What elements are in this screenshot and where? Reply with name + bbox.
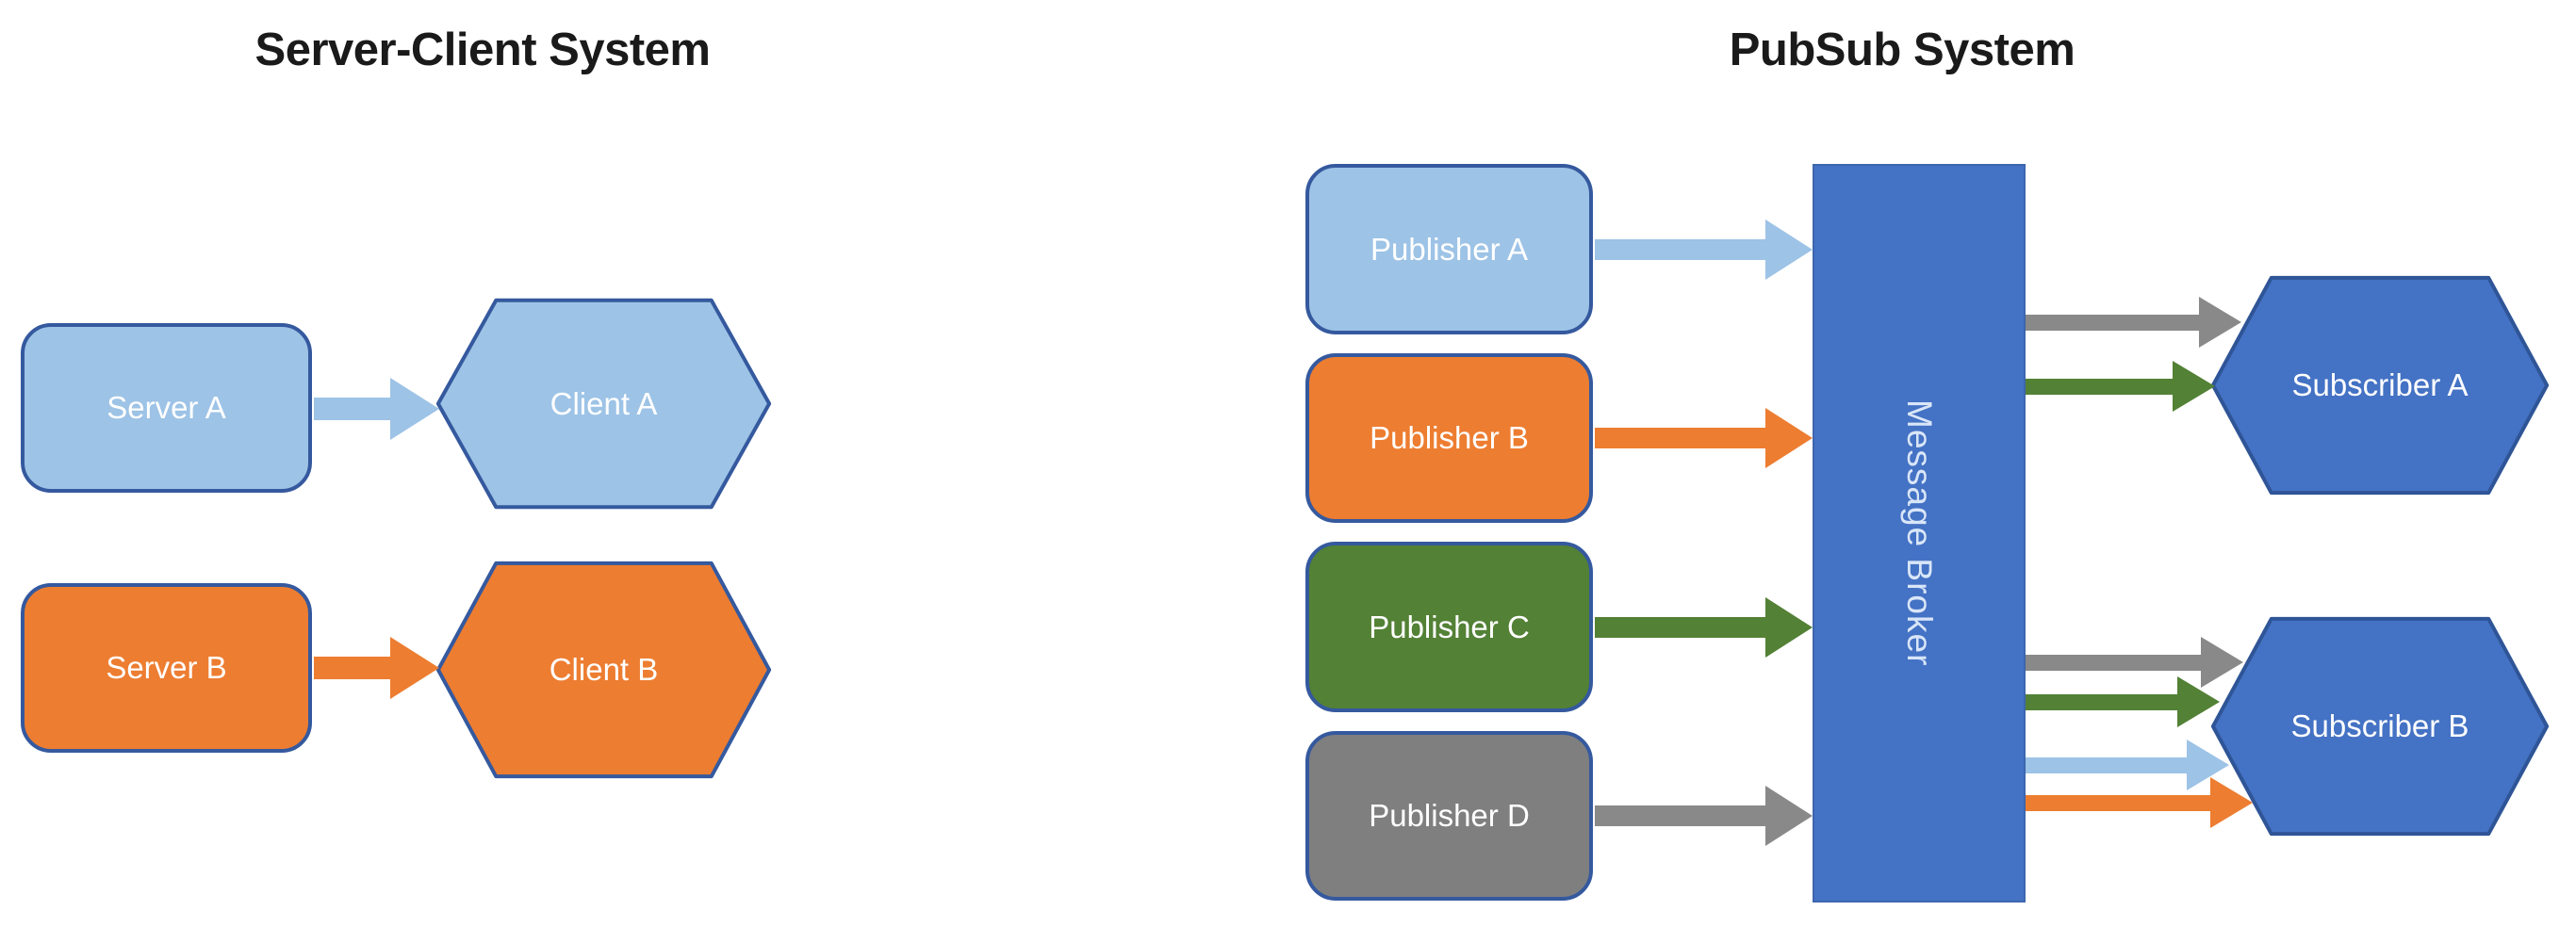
publisher-a-label: Publisher A xyxy=(1370,231,1528,267)
arrow-head xyxy=(2177,676,2220,727)
arrow-broker-to-subscriber-b-orange xyxy=(2026,777,2253,828)
publisher-d-label: Publisher D xyxy=(1369,798,1530,833)
arrow-head xyxy=(1765,786,1813,846)
hexagon-shape xyxy=(435,299,772,509)
arrow-shaft xyxy=(2026,794,2210,811)
arrow-shaft xyxy=(2026,693,2177,710)
arrow-shaft xyxy=(1595,617,1765,638)
client-b-node: Client B xyxy=(435,561,772,778)
arrow-shaft xyxy=(1595,239,1765,260)
arrow-publisher-d-to-broker xyxy=(1595,785,1813,847)
arrow-broker-to-subscriber-a-gray xyxy=(2026,297,2241,348)
arrow-head xyxy=(1765,220,1813,280)
publisher-b-label: Publisher B xyxy=(1370,420,1529,455)
server-b-node: Server B xyxy=(21,583,312,753)
right-diagram-title: PubSub System xyxy=(1729,24,2076,75)
client-b-label: Client B xyxy=(549,652,659,687)
arrow-publisher-b-to-broker xyxy=(1595,407,1813,469)
arrow-head xyxy=(390,378,439,440)
arrow-shaft xyxy=(314,657,390,679)
arrow-shaft xyxy=(2026,654,2201,671)
arrow-publisher-c-to-broker xyxy=(1595,596,1813,659)
arrow-broker-to-subscriber-b-gray xyxy=(2026,637,2243,688)
arrow-shaft xyxy=(1595,428,1765,448)
arrow-head xyxy=(2210,777,2253,828)
subscriber-b-node: Subscriber B xyxy=(2210,617,2550,836)
publisher-c-node: Publisher C xyxy=(1305,542,1593,712)
publisher-b-node: Publisher B xyxy=(1305,353,1593,523)
arrow-shaft xyxy=(2026,314,2199,331)
arrow-head xyxy=(390,637,439,699)
publisher-d-node: Publisher D xyxy=(1305,731,1593,901)
server-b-label: Server B xyxy=(106,650,227,685)
message-broker-node: Message Broker xyxy=(1813,164,2026,903)
server-a-node: Server A xyxy=(21,323,312,493)
client-a-node: Client A xyxy=(435,299,772,509)
subscriber-b-label: Subscriber B xyxy=(2290,708,2469,743)
arrow-shaft xyxy=(2026,378,2173,395)
arrow-broker-to-subscriber-b-green xyxy=(2026,676,2220,727)
arrow-broker-to-subscriber-b-lightblue xyxy=(2026,740,2229,790)
hexagon-shape xyxy=(2210,617,2550,836)
hexagon-shape xyxy=(435,561,772,778)
subscriber-a-label: Subscriber A xyxy=(2291,367,2469,402)
arrow-head xyxy=(1765,597,1813,658)
arrow-head xyxy=(2199,297,2241,348)
arrow-shaft xyxy=(314,398,390,420)
arrow-shaft xyxy=(1595,805,1765,826)
left-diagram-title: Server-Client System xyxy=(254,24,711,75)
server-a-label: Server A xyxy=(107,390,226,425)
arrow-broker-to-subscriber-a-green xyxy=(2026,361,2215,412)
arrow-shaft xyxy=(2026,756,2187,773)
arrow-head xyxy=(1765,408,1813,468)
subscriber-a-node: Subscriber A xyxy=(2210,276,2550,495)
hexagon-shape xyxy=(2210,276,2550,495)
arrow-head xyxy=(2173,361,2215,412)
client-a-label: Client A xyxy=(550,385,658,421)
publisher-c-label: Publisher C xyxy=(1369,609,1530,644)
arrow-server-a-to-client-a xyxy=(314,377,439,441)
publisher-a-node: Publisher A xyxy=(1305,164,1593,334)
arrow-publisher-a-to-broker xyxy=(1595,219,1813,281)
arrow-server-b-to-client-b xyxy=(314,636,439,700)
message-broker-label: Message Broker xyxy=(1900,399,1939,667)
